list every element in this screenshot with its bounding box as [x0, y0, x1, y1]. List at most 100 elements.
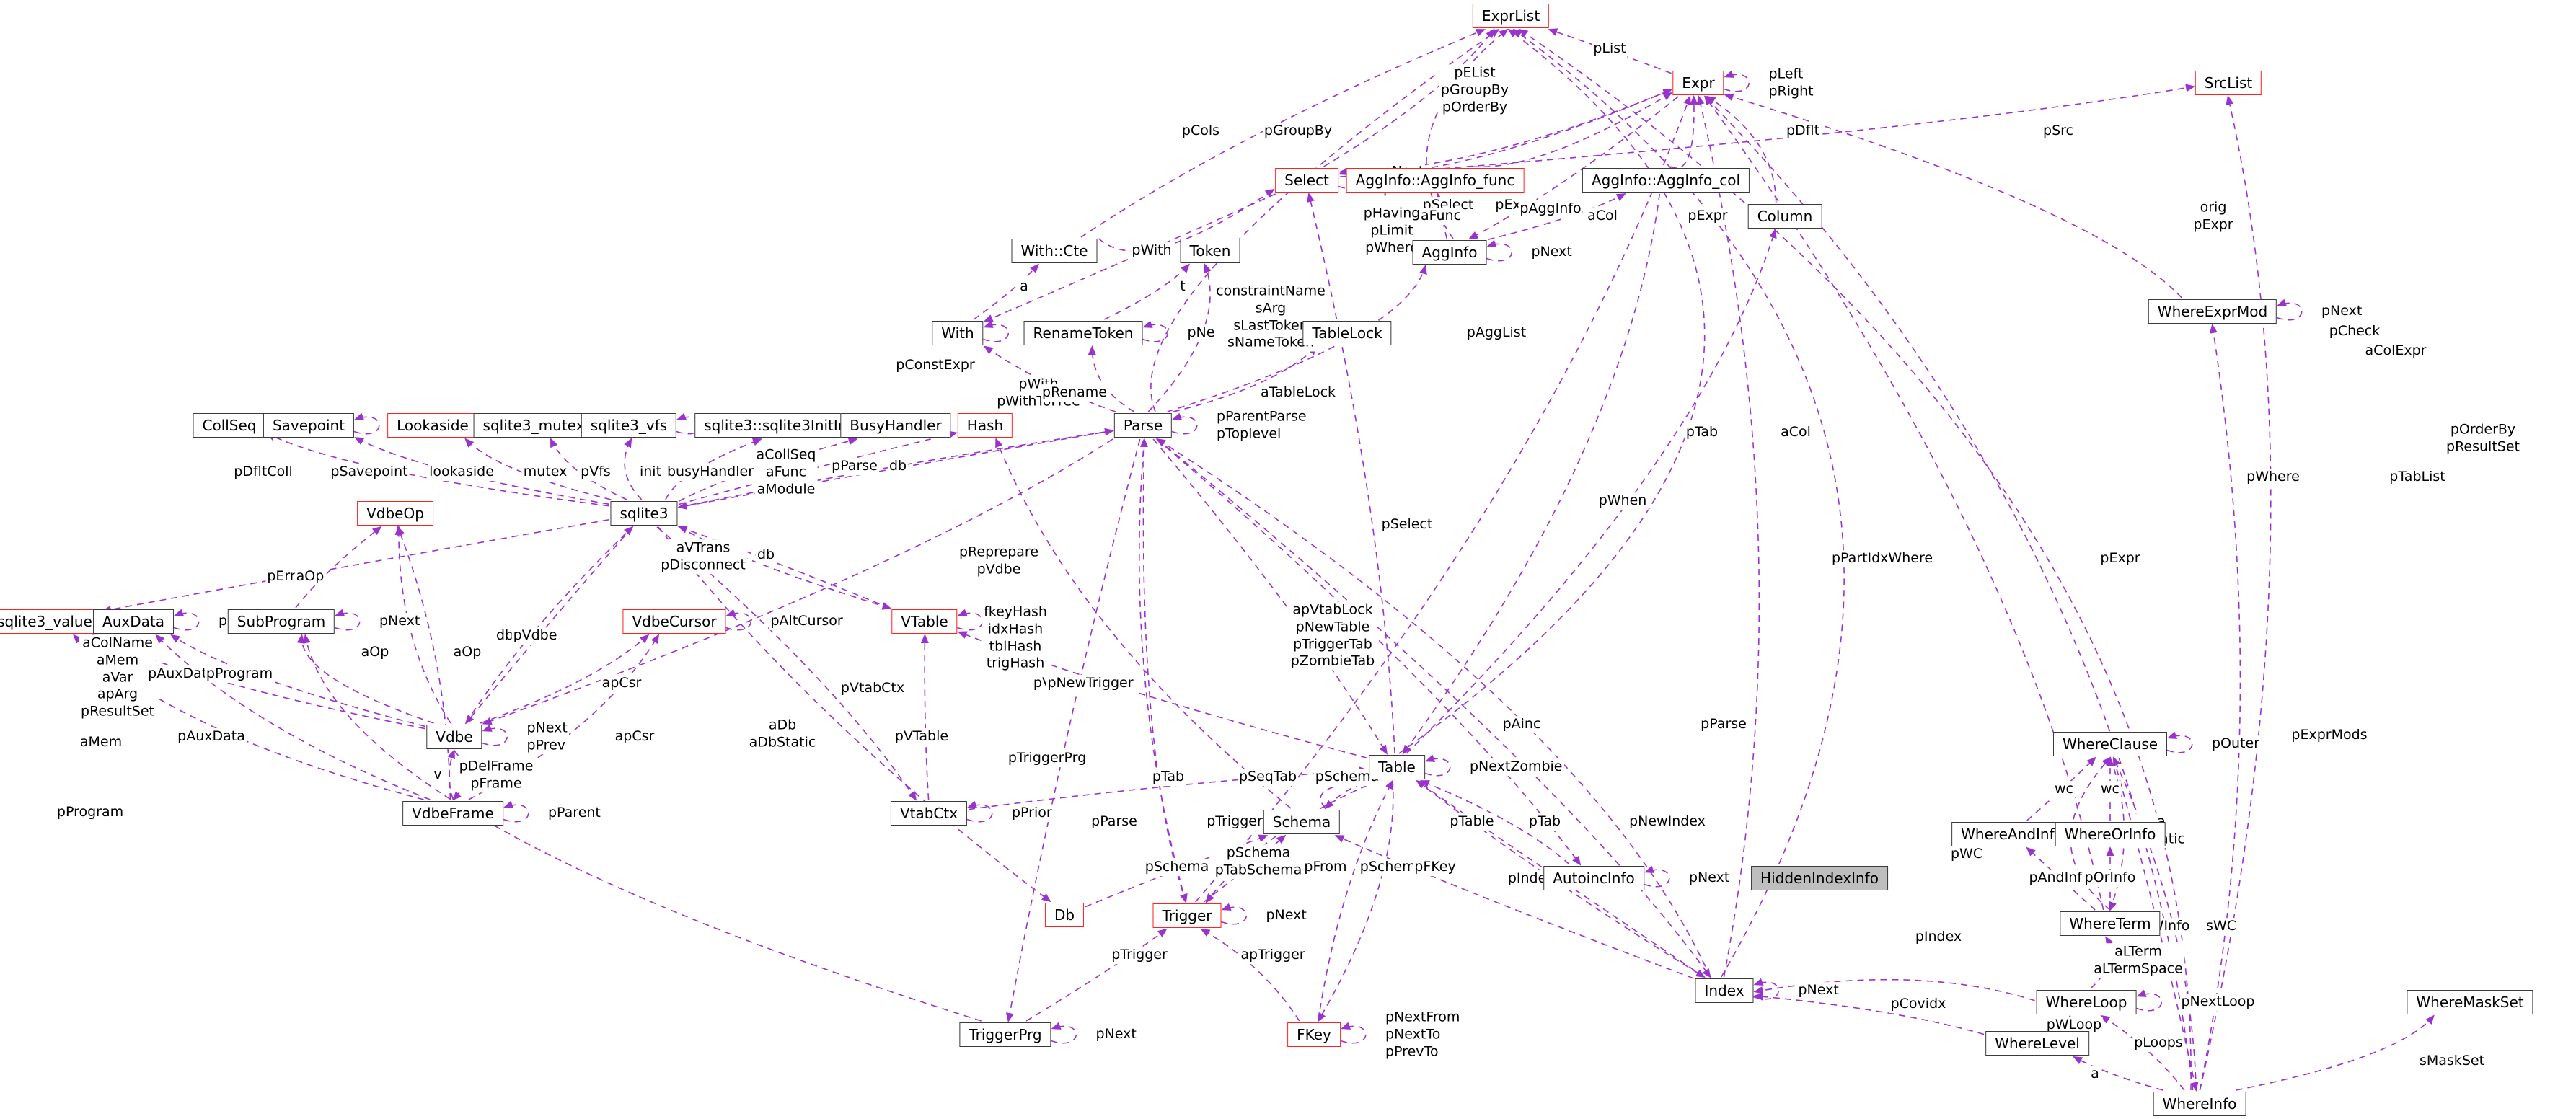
node-WhereMaskSet[interactable]: WhereMaskSet — [2407, 990, 2533, 1014]
edge-label: pTab — [1684, 424, 1720, 441]
graph-edge — [1320, 777, 1375, 809]
edge-label: pCovidx — [1889, 996, 1948, 1013]
edge-label: pSeqTab — [1237, 769, 1299, 786]
edge-label: fkeyHash idxHash tblHash trigHash — [982, 603, 1049, 673]
graph-edge — [302, 634, 982, 1022]
node-VdbeCursor[interactable]: VdbeCursor — [622, 609, 726, 634]
edge-label: pVTable — [893, 728, 950, 746]
node-WhereAndInfo[interactable]: WhereAndInfo — [1951, 822, 2073, 846]
edge-label: pCols — [1180, 123, 1222, 140]
node-Column[interactable]: Column — [1747, 204, 1822, 229]
node-Db[interactable]: Db — [1044, 903, 1085, 927]
node-Parse[interactable]: Parse — [1113, 413, 1173, 438]
node-Expr[interactable]: Expr — [1672, 71, 1724, 95]
graph-edge — [296, 634, 434, 724]
edge-label: aColName aMem aVar apArg pResultSet — [79, 634, 156, 721]
node-CollSeq[interactable]: CollSeq — [193, 413, 266, 438]
node-Trigger[interactable]: Trigger — [1152, 903, 1222, 928]
node-With[interactable]: With — [932, 321, 984, 345]
edge-label: pTrigger — [1110, 947, 1169, 964]
edge-label: pParse — [830, 458, 879, 475]
node-SrcList[interactable]: SrcList — [2195, 71, 2262, 95]
graph-edge — [679, 428, 1114, 508]
graph-edge — [155, 634, 431, 800]
graph-edge — [1318, 779, 1394, 1022]
graph-edge — [1419, 780, 1570, 865]
node-VdbeFrame[interactable]: VdbeFrame — [402, 801, 503, 826]
node-AutoincInfo[interactable]: AutoincInfo — [1543, 866, 1644, 890]
node-AggInfo[interactable]: AggInfo — [1412, 240, 1487, 265]
graph-edge — [1724, 70, 1750, 92]
node-Lookaside[interactable]: Lookaside — [387, 413, 478, 438]
node-Select[interactable]: Select — [1275, 168, 1338, 193]
edge-label: pNextZombie — [1468, 758, 1564, 776]
node-sqlite3[interactable]: sqlite3 — [610, 501, 678, 526]
node-sqlite3_mutex[interactable]: sqlite3_mutex — [473, 413, 594, 438]
edge-label: pNewIndex — [1628, 813, 1707, 831]
edge-label: aCol — [1586, 208, 1619, 225]
edge-label: aFunc — [1419, 208, 1463, 225]
node-With_Cte[interactable]: With::Cte — [1011, 239, 1098, 263]
graph-edge — [1051, 1022, 1077, 1044]
edge-label: pVfs — [579, 464, 612, 481]
node-WhereOrInfo[interactable]: WhereOrInfo — [2055, 822, 2166, 846]
graph-edge — [1670, 95, 1698, 169]
node-WhereClause[interactable]: WhereClause — [2052, 732, 2168, 756]
graph-edge — [2112, 757, 2199, 1092]
edge-label: aMem — [78, 734, 124, 751]
node-TableLock[interactable]: TableLock — [1302, 321, 1392, 345]
node-WhereLevel[interactable]: WhereLevel — [1985, 1031, 2089, 1056]
graph-edge — [1221, 903, 1247, 925]
node-TriggerPrg[interactable]: TriggerPrg — [959, 1022, 1051, 1047]
node-AuxData[interactable]: AuxData — [93, 609, 174, 634]
edge-label: pSchema — [1358, 859, 1426, 876]
node-Vdbe[interactable]: Vdbe — [426, 725, 482, 749]
node-Savepoint[interactable]: Savepoint — [263, 413, 355, 438]
node-Hash[interactable]: Hash — [957, 413, 1013, 438]
node-Schema[interactable]: Schema — [1263, 810, 1341, 834]
node-AggInfo_col[interactable]: AggInfo::AggInfo_col — [1582, 168, 1750, 193]
node-Token[interactable]: Token — [1180, 239, 1240, 263]
node-RenameToken[interactable]: RenameToken — [1023, 321, 1143, 345]
graph-edge — [983, 320, 1009, 342]
node-Index[interactable]: Index — [1695, 978, 1754, 1003]
node-WhereTerm[interactable]: WhereTerm — [2060, 911, 2161, 936]
edge-label: aColExpr — [2363, 342, 2428, 360]
node-VTable[interactable]: VTable — [891, 609, 958, 634]
edge-label: pNextLoop — [2179, 994, 2257, 1011]
node-AggInfo_func[interactable]: AggInfo::AggInfo_func — [1346, 168, 1525, 193]
edge-label: pNext — [1094, 1026, 1138, 1043]
graph-edge — [679, 526, 892, 610]
node-sqlite3_vfs[interactable]: sqlite3_vfs — [581, 413, 677, 438]
graph-edge — [1644, 865, 1670, 888]
node-ExprList[interactable]: ExprList — [1472, 4, 1550, 28]
edge-label: pDflt — [1784, 123, 1822, 140]
edge-label: v — [432, 766, 444, 784]
node-Table[interactable]: Table — [1369, 755, 1425, 779]
graph-edge — [1426, 28, 1509, 239]
graph-edge — [665, 438, 762, 500]
graph-edge — [1340, 1022, 1367, 1044]
edge-label: pSchema pTabSchema — [1213, 844, 1304, 879]
node-VdbeOp[interactable]: VdbeOp — [357, 501, 433, 526]
node-SubProgram[interactable]: SubProgram — [227, 609, 335, 634]
edge-label: pExprMods — [2290, 727, 2369, 744]
graph-edge — [725, 609, 751, 631]
graph-edge — [394, 526, 451, 724]
node-VtabCtx[interactable]: VtabCtx — [890, 801, 968, 826]
node-BusyHandler[interactable]: BusyHandler — [840, 413, 951, 438]
edge-label: aTableLock — [1258, 384, 1338, 402]
edge-label: aOp — [451, 644, 483, 661]
node-WhereInfo[interactable]: WhereInfo — [2153, 1092, 2246, 1116]
graph-edge — [1424, 754, 1451, 777]
edge-label: sWC — [2205, 918, 2238, 935]
edge-label: aDb aDbStatic — [747, 717, 818, 751]
node-WhereExprMod[interactable]: WhereExprMod — [2148, 299, 2277, 324]
edge-label: aLTerm aLTermSpace — [2092, 943, 2184, 978]
node-WhereLoop[interactable]: WhereLoop — [2036, 990, 2137, 1014]
node-HiddenIndexInfo[interactable]: HiddenIndexInfo — [1751, 866, 1888, 890]
graph-edge — [464, 438, 612, 500]
node-sqlite3_value[interactable]: sqlite3_value — [0, 609, 102, 634]
edge-label: sMaskSet — [2417, 1053, 2487, 1070]
node-FKey[interactable]: FKey — [1287, 1022, 1341, 1047]
